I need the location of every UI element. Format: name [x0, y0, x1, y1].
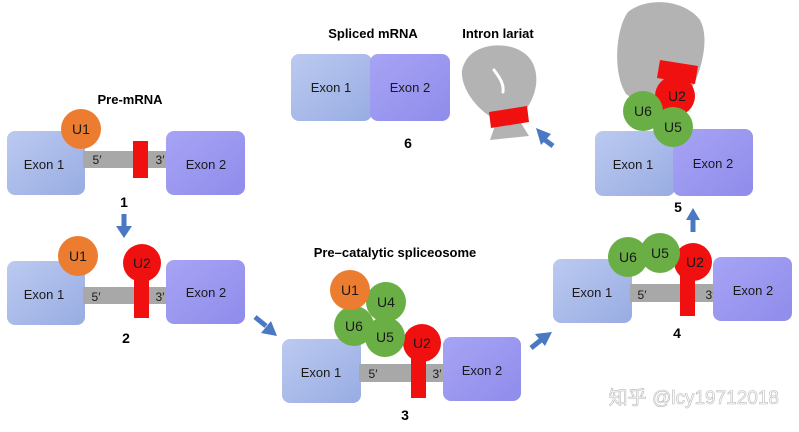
exon-1-box	[7, 261, 85, 325]
exon-1-box	[7, 131, 85, 195]
exon-1-box	[282, 339, 361, 403]
u1-snrnp	[330, 270, 370, 310]
watermark-text: 知乎 @lcy19712018	[609, 387, 779, 409]
u6-label: U6	[619, 249, 637, 265]
u6-snrnp	[608, 237, 648, 277]
arrow-step5-to-step6	[536, 128, 555, 148]
branch-point-marker	[133, 141, 148, 178]
u2-label: U2	[686, 254, 704, 270]
exon-2-label: Exon 2	[462, 363, 502, 378]
u6-snrnp	[334, 306, 374, 346]
u2-snrnp	[123, 244, 161, 282]
exon-1-box	[553, 259, 632, 323]
branch-point-marker	[489, 106, 529, 128]
u2-label: U2	[133, 255, 151, 271]
u5-label: U5	[376, 329, 394, 345]
arrow-step1-to-step2	[116, 214, 132, 238]
u1-snrnp	[58, 236, 98, 276]
exon-2-label: Exon 2	[186, 285, 226, 300]
three-prime-label: 3′	[156, 290, 166, 304]
three-prime-label: 3′	[156, 153, 166, 167]
exon-2-box	[370, 54, 450, 121]
step-2-group: Exon 1 5′ 3′ U2 Exon 2 U1 2	[7, 236, 245, 346]
branch-point-marker	[657, 60, 698, 84]
five-prime-label: 5′	[369, 367, 379, 381]
arrow-step2-to-step3	[253, 315, 277, 336]
u2-snrnp	[403, 324, 441, 362]
five-prime-label: 5′	[638, 288, 648, 302]
step-number-5: 5	[674, 199, 682, 215]
exon-2-label: Exon 2	[693, 156, 733, 171]
u5-snrnp	[653, 107, 693, 147]
three-prime-label: 3′	[433, 367, 443, 381]
step-1-group: Pre-mRNA Exon 1 5′ 3′ Exon 2 U1 1	[7, 92, 245, 210]
u6-snrnp	[623, 91, 663, 131]
arrow-step4-to-step5	[686, 208, 700, 232]
u4-label: U4	[377, 294, 395, 310]
exon-1-label: Exon 1	[24, 157, 64, 172]
exon-2-box	[443, 337, 521, 401]
step-4-group: Exon 1 5′ 3′ U2 Exon 2 U6 U5 4	[553, 233, 792, 341]
exon-1-label: Exon 1	[24, 287, 64, 302]
pre-catalytic-label: Pre–catalytic spliceosome	[314, 245, 477, 260]
lariat-notch	[492, 68, 505, 94]
exon-2-label: Exon 2	[186, 157, 226, 172]
exon-2-box	[713, 257, 792, 321]
u5-snrnp	[365, 317, 405, 357]
u6-label: U6	[345, 318, 363, 334]
exon-2-label: Exon 2	[733, 283, 773, 298]
three-prime-label: 3′	[706, 288, 716, 302]
u1-label: U1	[69, 248, 87, 264]
u6-label: U6	[634, 103, 652, 119]
u5-label: U5	[651, 245, 669, 261]
u1-label: U1	[341, 282, 359, 298]
exon-1-label: Exon 1	[613, 157, 653, 172]
step-number-6: 6	[404, 135, 412, 151]
exon-1-box	[595, 131, 675, 196]
step-5-group: Exon 1 Exon 2 U2 U6 U5 5	[595, 2, 753, 215]
u1-snrnp	[61, 109, 101, 149]
step-number-2: 2	[122, 330, 130, 346]
pre-mrna-label: Pre-mRNA	[97, 92, 163, 107]
exon-2-box	[166, 131, 245, 195]
u1-label: U1	[72, 121, 90, 137]
intron-lariat-label: Intron lariat	[462, 26, 534, 41]
step-3-group: Pre–catalytic spliceosome Exon 1 5′ 3′ U…	[282, 245, 521, 423]
exon-1-label: Exon 1	[301, 365, 341, 380]
step-number-3: 3	[401, 407, 409, 423]
exon-2-label: Exon 2	[390, 80, 430, 95]
u2-snrnp	[655, 76, 695, 116]
five-prime-label: 5′	[92, 290, 102, 304]
five-prime-label: 5′	[93, 153, 103, 167]
step-number-1: 1	[120, 194, 128, 210]
u5-label: U5	[664, 119, 682, 135]
arrow-step3-to-step4	[529, 332, 552, 350]
u5-snrnp	[640, 233, 680, 273]
step-number-4: 4	[673, 325, 681, 341]
exon-2-box	[673, 129, 753, 196]
u2-snrnp	[674, 243, 712, 281]
exon-1-box	[291, 54, 372, 121]
u2-label: U2	[668, 88, 686, 104]
u4-snrnp	[366, 282, 406, 322]
exon-1-label: Exon 1	[311, 80, 351, 95]
step-6-group: Spliced mRNA Intron lariat Exon 1 Exon 2…	[291, 26, 537, 151]
exon-2-box	[166, 260, 245, 324]
u2-label: U2	[413, 335, 431, 351]
spliced-mrna-label: Spliced mRNA	[328, 26, 418, 41]
exon-1-label: Exon 1	[572, 285, 612, 300]
